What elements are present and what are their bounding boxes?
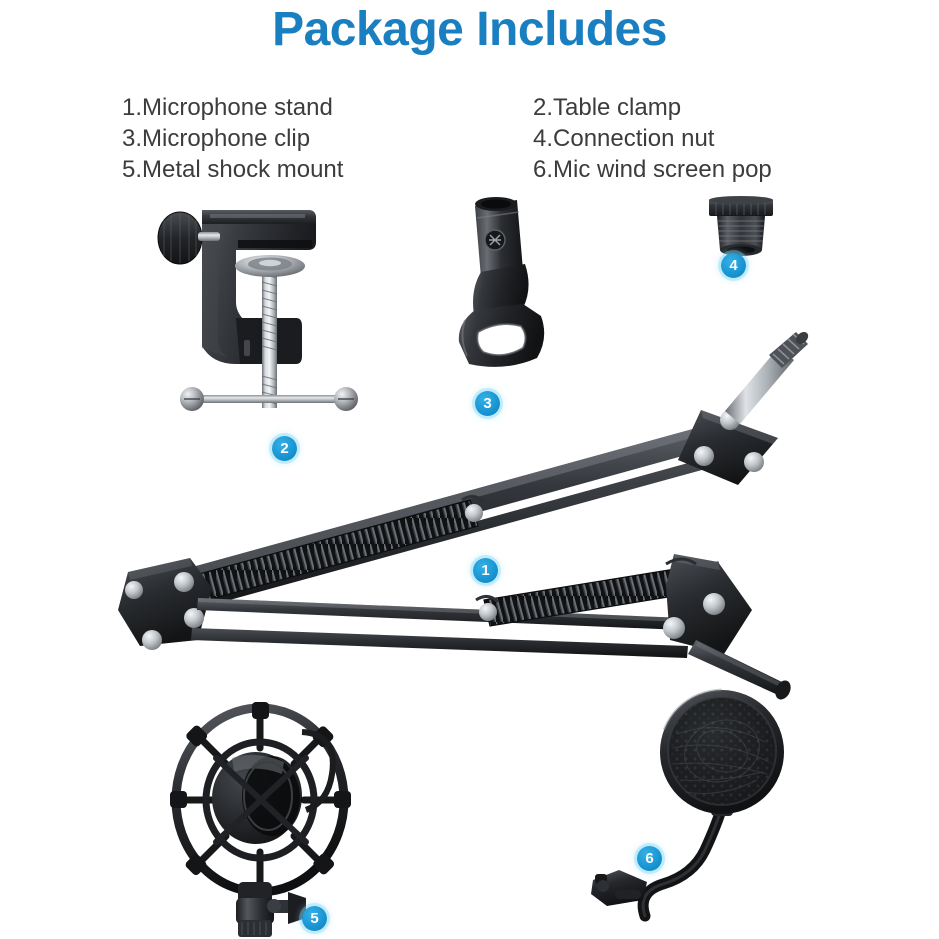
- boom-threaded-mount-post: [725, 331, 809, 424]
- joint-hook: [665, 557, 697, 566]
- badge-2-table-clamp: 2: [272, 436, 297, 461]
- joint-rivet: [142, 630, 162, 650]
- clip-logo-detail: [484, 229, 506, 251]
- shock-mount-cross-straps: [213, 755, 309, 845]
- part-connection-nut: [700, 192, 785, 267]
- boom-lower-arm: [191, 561, 725, 658]
- joint-rivet: [694, 446, 714, 466]
- joint-rivet: [125, 581, 143, 599]
- pop-filter-clamp: [591, 870, 647, 906]
- nut-threaded-barrel: [717, 216, 765, 256]
- page-title: Package Includes: [272, 3, 667, 56]
- clip-cradle-opening: [477, 324, 526, 356]
- nut-flange-cap: [709, 196, 773, 216]
- badge-1-microphone-stand: 1: [473, 558, 498, 583]
- clamp-top-gloss: [210, 214, 305, 218]
- pop-filter-gooseneck-highlight: [641, 802, 725, 918]
- boom-pivot-rivet: [479, 603, 497, 621]
- part-mic-wind-screen-pop: [585, 688, 835, 939]
- joint-rivet: [744, 452, 764, 472]
- clamp-side-knob: [157, 211, 220, 265]
- boom-spring-hook: [475, 595, 500, 604]
- list-item: 6.Mic wind screen pop: [533, 156, 772, 183]
- clamp-spine-shade: [202, 224, 228, 358]
- list-item: 5.Metal shock mount: [122, 156, 344, 183]
- clamp-screw-dish-head: [235, 255, 305, 277]
- badge-4-connection-nut: 4: [721, 253, 746, 278]
- list-item: 4.Connection nut: [533, 125, 715, 152]
- joint-rivet: [184, 608, 204, 628]
- list-item: 3.Microphone clip: [122, 125, 311, 152]
- boom-lower-mount-post: [688, 640, 791, 700]
- joint-rivet: [703, 593, 725, 615]
- boom-left-joint-plate: [118, 558, 212, 650]
- pop-filter-rim-highlight: [662, 688, 723, 731]
- shock-mount-nodes: [170, 702, 351, 899]
- pop-filter-mesh-pattern: [669, 698, 775, 804]
- part-microphone-clip: [445, 192, 570, 372]
- package-list-left-column: 1.Microphone stand 3.Microphone clip 5.M…: [122, 92, 343, 185]
- badge-3-microphone-clip: 3: [475, 391, 500, 416]
- part-table-clamp: [140, 190, 358, 435]
- boom-upper-joint-plate: [678, 410, 778, 485]
- clamp-t-bar-handle: [180, 387, 358, 411]
- badge-6-mic-wind-screen-pop: 6: [637, 846, 662, 871]
- clamp-jaw-pad: [238, 240, 312, 248]
- joint-rivet: [663, 617, 685, 639]
- boom-upper-arm: [138, 422, 731, 620]
- part-microphone-stand: [118, 310, 824, 700]
- pop-filter-moire-swirls: [672, 719, 770, 794]
- boom-pivot-rivet: [465, 504, 483, 522]
- part-metal-shock-mount: [160, 692, 375, 937]
- package-list-right-column: 2.Table clamp 4.Connection nut 6.Mic win…: [533, 92, 772, 185]
- clamp-screw-shaft: [261, 268, 278, 408]
- pop-filter-inner-rim: [667, 696, 777, 806]
- clip-opening-rim: [476, 323, 527, 357]
- list-item: 1.Microphone stand: [122, 94, 333, 121]
- badge-5-metal-shock-mount: 5: [302, 906, 327, 931]
- shock-mount-cable-loop: [301, 729, 336, 813]
- shock-mount-inner-ring: [202, 738, 318, 862]
- boom-spring-hook: [461, 495, 486, 504]
- list-item: 2.Table clamp: [533, 94, 682, 121]
- clip-edge-highlight: [461, 319, 468, 357]
- joint-rivet: [174, 572, 194, 592]
- boom-lower-joint-plate: [663, 554, 752, 654]
- shock-mount-stem: [236, 882, 274, 937]
- shock-mount-thumbscrew: [267, 892, 306, 924]
- clamp-block-notch: [244, 340, 250, 356]
